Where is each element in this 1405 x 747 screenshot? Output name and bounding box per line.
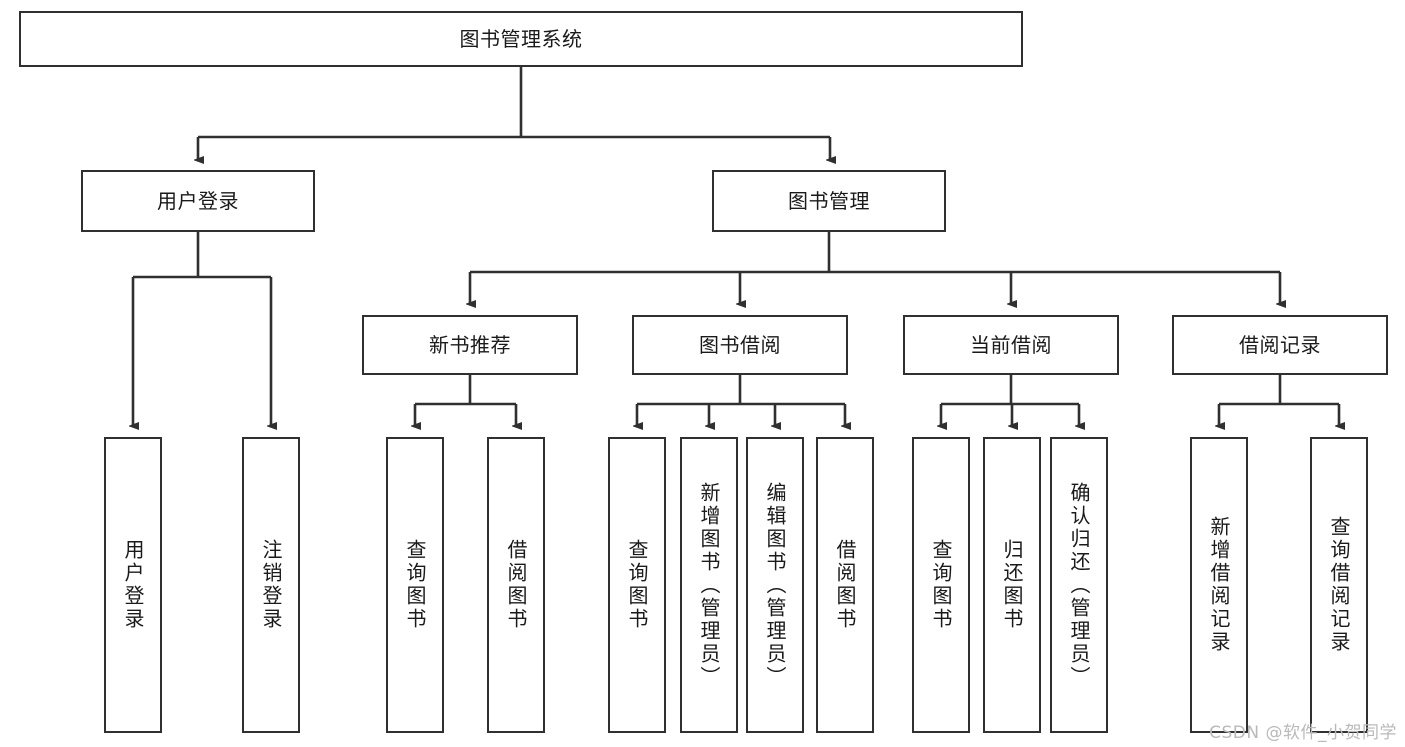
edge-group-user-login xyxy=(133,232,271,426)
node-leaf-add-book-label: 新增图书（管理员） xyxy=(697,481,721,689)
node-book-manage[interactable]: 图书管理 xyxy=(712,170,946,232)
node-borrow-record[interactable]: 借阅记录 xyxy=(1172,315,1388,375)
node-root-label: 图书管理系统 xyxy=(459,26,583,51)
node-leaf-query-book-3[interactable]: 查询图书 xyxy=(912,437,970,733)
node-leaf-user-logout[interactable]: 注销登录 xyxy=(242,437,300,733)
node-user-login-label: 用户登录 xyxy=(157,188,239,213)
node-leaf-user-login[interactable]: 用户登录 xyxy=(104,437,162,733)
edge-group-book-manage xyxy=(470,232,1280,304)
node-leaf-query-book-3-label: 查询图书 xyxy=(929,539,953,631)
node-book-borrow-label: 图书借阅 xyxy=(699,332,781,357)
node-leaf-add-book[interactable]: 新增图书（管理员） xyxy=(680,437,738,733)
node-book-borrow[interactable]: 图书借阅 xyxy=(632,315,848,375)
node-leaf-query-book-1-label: 查询图书 xyxy=(403,539,427,631)
node-borrow-record-label: 借阅记录 xyxy=(1239,332,1321,357)
edge-group-book-borrow xyxy=(637,375,845,426)
watermark-text: CSDN @软件_小贺同学 xyxy=(1209,723,1397,743)
node-leaf-borrow-book-2-label: 借阅图书 xyxy=(833,539,857,631)
node-leaf-user-login-label: 用户登录 xyxy=(121,539,145,631)
node-book-manage-label: 图书管理 xyxy=(788,188,870,213)
node-leaf-return-book-label: 归还图书 xyxy=(1000,539,1024,631)
node-leaf-borrow-book-1-label: 借阅图书 xyxy=(504,539,528,631)
node-leaf-query-book-2-label: 查询图书 xyxy=(625,539,649,631)
edge-group-borrow-record xyxy=(1219,375,1339,426)
node-current-borrow[interactable]: 当前借阅 xyxy=(903,315,1119,375)
node-new-book-rec-label: 新书推荐 xyxy=(429,332,511,357)
node-leaf-borrow-book-2[interactable]: 借阅图书 xyxy=(816,437,874,733)
node-leaf-edit-book-label: 编辑图书（管理员） xyxy=(763,481,787,689)
node-leaf-query-record[interactable]: 查询借阅记录 xyxy=(1310,437,1368,733)
node-leaf-confirm-return-label: 确认归还（管理员） xyxy=(1067,481,1091,689)
node-leaf-query-record-label: 查询借阅记录 xyxy=(1327,516,1351,654)
node-leaf-query-book-1[interactable]: 查询图书 xyxy=(386,437,444,733)
node-leaf-return-book[interactable]: 归还图书 xyxy=(983,437,1041,733)
node-current-borrow-label: 当前借阅 xyxy=(970,332,1052,357)
node-leaf-edit-book[interactable]: 编辑图书（管理员） xyxy=(746,437,804,733)
node-leaf-user-logout-label: 注销登录 xyxy=(259,539,283,631)
edge-group-root xyxy=(198,67,830,160)
node-user-login[interactable]: 用户登录 xyxy=(81,170,315,232)
edge-group-current-borrow xyxy=(941,375,1079,426)
node-leaf-add-record[interactable]: 新增借阅记录 xyxy=(1190,437,1248,733)
edge-group-new-book-rec xyxy=(415,375,516,426)
node-new-book-rec[interactable]: 新书推荐 xyxy=(362,315,578,375)
node-leaf-confirm-return[interactable]: 确认归还（管理员） xyxy=(1050,437,1108,733)
node-root[interactable]: 图书管理系统 xyxy=(19,11,1023,67)
node-leaf-add-record-label: 新增借阅记录 xyxy=(1207,516,1231,654)
node-leaf-borrow-book-1[interactable]: 借阅图书 xyxy=(487,437,545,733)
node-leaf-query-book-2[interactable]: 查询图书 xyxy=(608,437,666,733)
